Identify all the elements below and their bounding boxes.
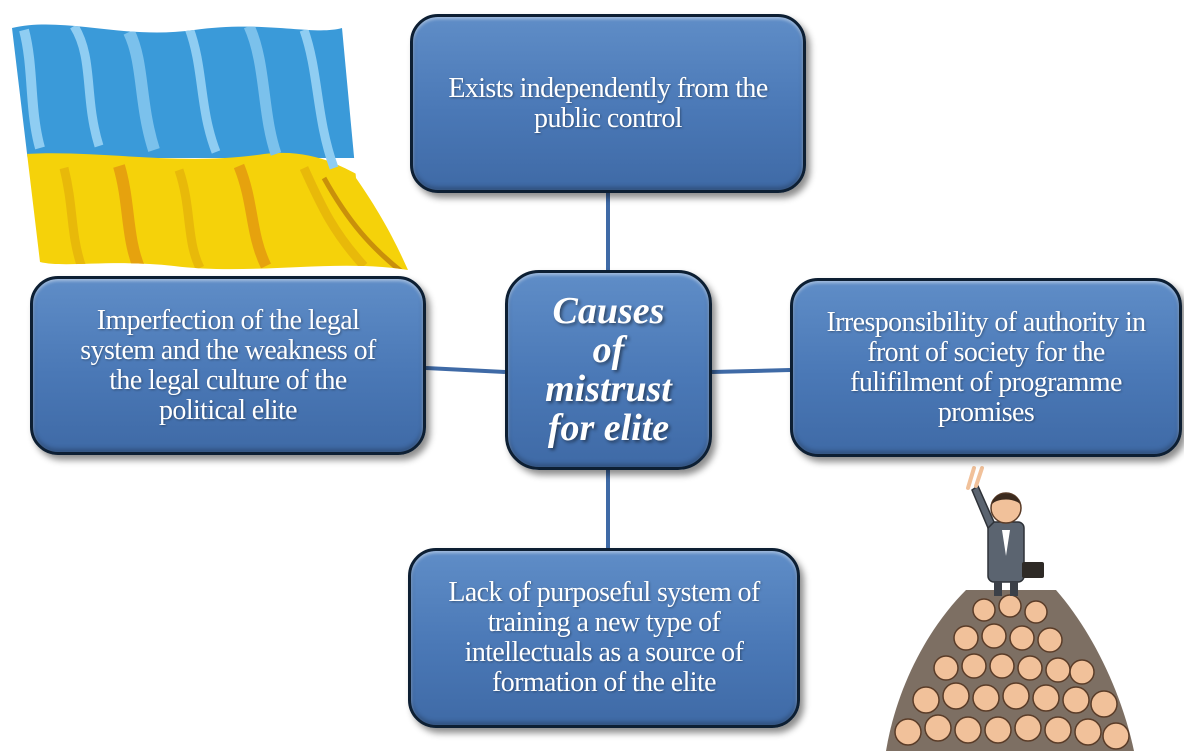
connector-left bbox=[425, 366, 506, 374]
cause-node-left-text: Imperfection of the legal system and the… bbox=[80, 304, 376, 426]
cause-node-right: Irresponsibility of authority in front o… bbox=[790, 278, 1182, 457]
cause-node-top-text: Exists independently from the public con… bbox=[448, 72, 768, 134]
cause-node-top: Exists independently from the public con… bbox=[410, 14, 806, 193]
cause-node-bottom-text: Lack of purposeful system of training a … bbox=[448, 577, 760, 698]
connector-right bbox=[711, 368, 791, 374]
central-node-title: Causes of mistrust for elite bbox=[545, 290, 672, 449]
cause-node-bottom: Lack of purposeful system of training a … bbox=[408, 548, 800, 728]
crowd-leader-illustration bbox=[876, 460, 1144, 751]
central-node: Causes of mistrust for elite bbox=[505, 270, 712, 470]
cause-node-right-text: Irresponsibility of authority in front o… bbox=[826, 306, 1146, 428]
ukraine-flag-icon bbox=[12, 24, 408, 271]
cause-node-left: Imperfection of the legal system and the… bbox=[30, 276, 426, 455]
